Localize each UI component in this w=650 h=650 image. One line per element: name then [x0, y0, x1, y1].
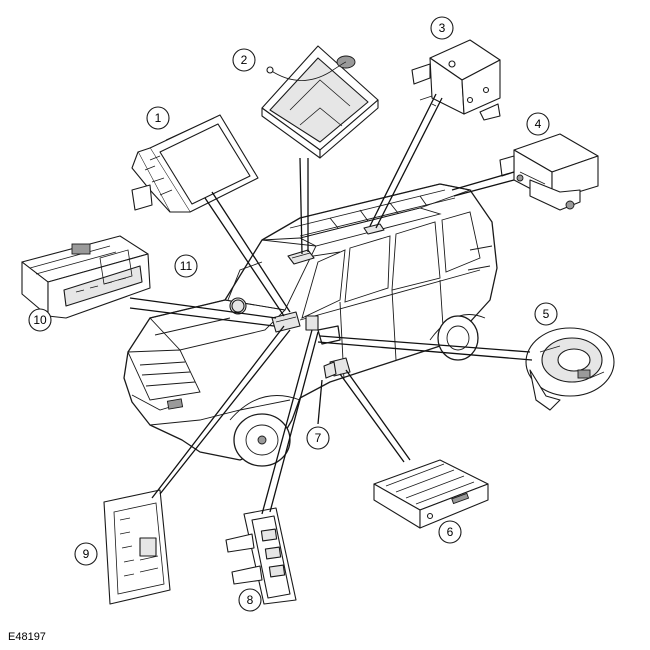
component-11-sensor — [231, 299, 245, 313]
svg-text:11: 11 — [180, 259, 193, 273]
component-2-overhead-console — [261, 45, 379, 159]
component-10-audio-unit — [21, 235, 151, 319]
component-9-control-module — [103, 489, 171, 605]
svg-text:3: 3 — [439, 21, 446, 35]
svg-text:7: 7 — [315, 431, 322, 445]
svg-text:8: 8 — [247, 593, 254, 607]
svg-text:6: 6 — [447, 525, 454, 539]
svg-text:10: 10 — [33, 313, 47, 327]
callout-10: 10 — [28, 308, 52, 332]
callout-5: 5 — [534, 302, 558, 326]
svg-text:9: 9 — [83, 547, 90, 561]
callout-8: 8 — [238, 588, 262, 612]
component-5-clockspring — [525, 327, 615, 411]
component-6-module — [373, 459, 489, 529]
callout-11: 11 — [174, 254, 198, 278]
svg-text:5: 5 — [543, 307, 550, 321]
callout-3: 3 — [430, 16, 454, 40]
svg-text:4: 4 — [535, 117, 542, 131]
callout-1: 1 — [146, 106, 170, 130]
component-7-module — [323, 361, 337, 379]
svg-text:2: 2 — [241, 53, 248, 67]
component-4-module — [499, 133, 599, 211]
callout-2: 2 — [232, 48, 256, 72]
callout-9: 9 — [74, 542, 98, 566]
callout-6: 6 — [438, 520, 462, 544]
component-1-display — [131, 114, 259, 213]
vehicle-component-markers — [229, 223, 385, 377]
svg-text:1: 1 — [155, 111, 162, 125]
callout-7: 7 — [306, 426, 330, 450]
callout-4: 4 — [526, 112, 550, 136]
leader-lines — [129, 93, 533, 515]
component-8-switch-panel — [225, 507, 297, 605]
figure-id: E48197 — [8, 631, 46, 643]
component-3-module — [411, 39, 501, 121]
